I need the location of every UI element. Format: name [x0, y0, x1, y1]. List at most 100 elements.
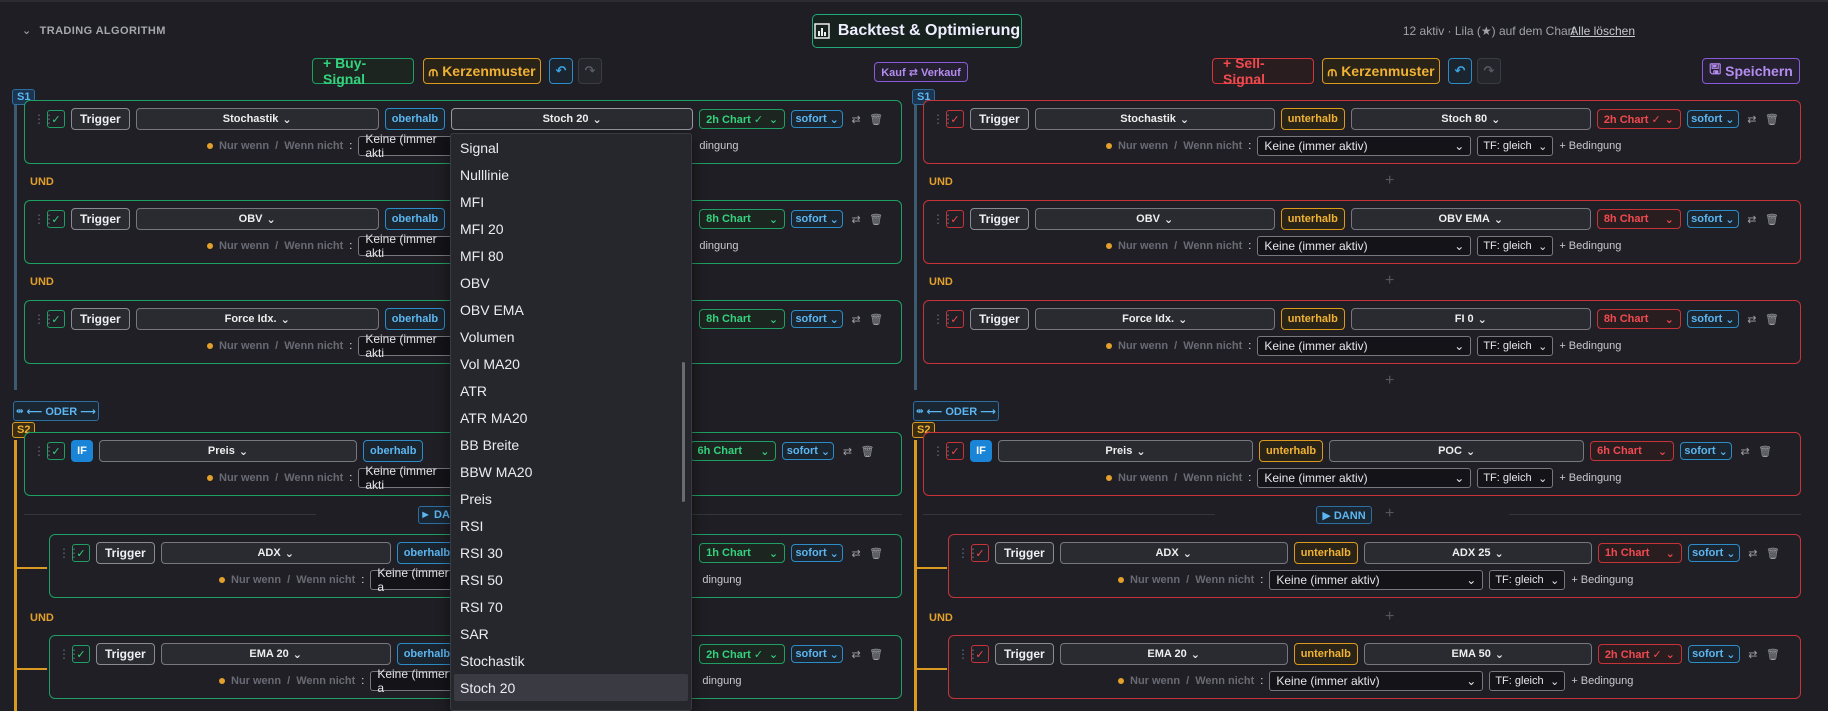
- compare-select[interactable]: unterhalb: [1280, 208, 1345, 230]
- compare-select[interactable]: unterhalb: [1293, 643, 1358, 665]
- unless-option[interactable]: Wenn nicht: [1183, 140, 1243, 152]
- target-select[interactable]: OBV EMA⌄: [1350, 208, 1591, 230]
- timeframe-select[interactable]: 1h Chart⌄: [699, 543, 786, 563]
- add-condition-button[interactable]: + Bedingung: [1559, 140, 1622, 152]
- drag-handle-icon[interactable]: ⋮⋮: [957, 546, 979, 560]
- type-trigger-button[interactable]: Trigger: [96, 643, 155, 665]
- drag-handle-icon[interactable]: ⋮⋮: [58, 647, 80, 661]
- unless-option[interactable]: Wenn nicht: [296, 574, 356, 586]
- dropdown-option[interactable]: Preis: [460, 490, 492, 507]
- add-condition-button[interactable]: dingung: [702, 574, 742, 586]
- target-select[interactable]: POC⌄: [1329, 440, 1585, 462]
- type-trigger-button[interactable]: Trigger: [970, 108, 1029, 130]
- trash-icon[interactable]: 🗑: [1764, 213, 1779, 226]
- dropdown-option[interactable]: OBV EMA: [460, 301, 524, 318]
- add-condition-button[interactable]: dingung: [699, 140, 739, 152]
- compare-select[interactable]: unterhalb: [1280, 308, 1345, 330]
- add-row-icon[interactable]: +: [1385, 505, 1395, 522]
- type-trigger-button[interactable]: Trigger: [995, 643, 1054, 665]
- swap-icon[interactable]: ⇄: [851, 648, 861, 661]
- swap-icon[interactable]: ⇄: [1747, 113, 1757, 126]
- timeframe-select[interactable]: 1h Chart⌄: [1597, 543, 1682, 563]
- timeframe-select[interactable]: 8h Chart⌄: [1596, 209, 1681, 229]
- timing-select[interactable]: sofort⌄: [1680, 442, 1733, 460]
- compare-select[interactable]: unterhalb: [1259, 440, 1324, 462]
- dropdown-option[interactable]: Volumen: [460, 328, 515, 345]
- compare-select[interactable]: unterhalb: [1280, 108, 1345, 130]
- dropdown-option[interactable]: ATR: [460, 382, 487, 399]
- backtest-button[interactable]: Backtest & Optimierung: [812, 14, 1022, 48]
- swap-buy-sell-button[interactable]: Kauf ⇄ Verkauf: [874, 62, 968, 82]
- target-select[interactable]: Stoch 20⌄: [451, 108, 694, 130]
- indicator-select[interactable]: ADX⌄: [1059, 542, 1288, 564]
- or-connector-right[interactable]: ⇹⟵ ODER ⟶: [913, 401, 999, 421]
- type-trigger-button[interactable]: Trigger: [71, 108, 130, 130]
- tf-select[interactable]: TF: gleich⌄: [1477, 136, 1554, 156]
- drag-handle-icon[interactable]: ⋮⋮: [58, 546, 80, 560]
- timing-select[interactable]: sofort⌄: [791, 310, 844, 328]
- swap-icon[interactable]: ⇄: [1748, 648, 1758, 661]
- swap-icon[interactable]: ⇄: [1747, 313, 1757, 326]
- enabled-checkbox[interactable]: ✓: [72, 645, 90, 663]
- only-if-option[interactable]: Nur wenn: [1130, 675, 1181, 687]
- dropdown-option[interactable]: RSI 50: [460, 571, 503, 588]
- only-if-option[interactable]: Nur wenn: [1118, 140, 1169, 152]
- trash-icon[interactable]: 🗑: [869, 213, 884, 226]
- buy-candles-button[interactable]: ⫙Kerzenmuster: [423, 58, 541, 84]
- dropdown-option[interactable]: RSI 70: [460, 598, 503, 615]
- swap-icon[interactable]: ⇄: [851, 113, 861, 126]
- swap-icon[interactable]: ⇄: [1740, 445, 1750, 458]
- only-if-option[interactable]: Nur wenn: [219, 472, 270, 484]
- dropdown-option[interactable]: SAR: [460, 625, 489, 642]
- timing-select[interactable]: sofort⌄: [1686, 110, 1739, 128]
- swap-icon[interactable]: ⇄: [851, 547, 861, 560]
- add-buy-signal-button[interactable]: + Buy-Signal: [312, 55, 414, 87]
- condition-select[interactable]: Keine (immer aktiv)⌄: [1257, 136, 1472, 156]
- only-if-option[interactable]: Nur wenn: [1118, 472, 1169, 484]
- unless-option[interactable]: Wenn nicht: [1195, 675, 1255, 687]
- indicator-select[interactable]: Force Idx.⌄: [1034, 308, 1275, 330]
- timing-select[interactable]: sofort⌄: [1687, 645, 1740, 663]
- condition-select[interactable]: Keine (immer akti: [358, 332, 459, 360]
- unless-option[interactable]: Wenn nicht: [1195, 574, 1255, 586]
- undo-button[interactable]: ↶: [549, 58, 573, 84]
- condition-select[interactable]: Keine (immer aktiv)⌄: [1257, 236, 1472, 256]
- timing-select[interactable]: sofort⌄: [791, 110, 844, 128]
- timeframe-select[interactable]: 8h Chart⌄: [699, 209, 786, 229]
- timing-select[interactable]: sofort⌄: [1686, 310, 1739, 328]
- timeframe-select[interactable]: 6h Chart⌄: [690, 441, 777, 461]
- enabled-checkbox[interactable]: ✓: [47, 442, 65, 460]
- indicator-select[interactable]: Stochastik⌄: [1034, 108, 1275, 130]
- compare-select[interactable]: oberhalb: [363, 440, 424, 462]
- trash-icon[interactable]: 🗑: [869, 113, 884, 126]
- indicator-select[interactable]: Preis⌄: [998, 440, 1253, 462]
- trash-icon[interactable]: 🗑: [1764, 313, 1779, 326]
- target-select[interactable]: FI 0⌄: [1350, 308, 1591, 330]
- indicator-select[interactable]: EMA 20⌄: [160, 643, 391, 665]
- clear-all-link[interactable]: Alle löschen: [1570, 24, 1635, 38]
- swap-icon[interactable]: ⇄: [851, 313, 861, 326]
- tf-select[interactable]: TF: gleich⌄: [1489, 671, 1566, 691]
- redo-button[interactable]: ↷: [578, 58, 602, 84]
- enabled-checkbox[interactable]: ✓: [72, 544, 90, 562]
- dropdown-option[interactable]: ATR MA20: [460, 409, 528, 426]
- enabled-checkbox[interactable]: ✓: [946, 310, 964, 328]
- only-if-option[interactable]: Nur wenn: [219, 340, 270, 352]
- add-condition-button[interactable]: + Bedingung: [1571, 675, 1634, 687]
- unless-option[interactable]: Wenn nicht: [1183, 240, 1243, 252]
- dropdown-option[interactable]: MFI 20: [460, 220, 504, 237]
- then-connector[interactable]: ► DA: [418, 506, 452, 524]
- add-condition-button[interactable]: + Bedingung: [1559, 472, 1622, 484]
- timing-select[interactable]: sofort⌄: [782, 442, 835, 460]
- add-condition-button[interactable]: + Bedingung: [1559, 240, 1622, 252]
- or-connector-left[interactable]: ⇹⟵ ODER ⟶: [13, 401, 99, 421]
- drag-handle-icon[interactable]: ⋮⋮: [932, 212, 954, 226]
- unless-option[interactable]: Wenn nicht: [1183, 340, 1243, 352]
- drag-handle-icon[interactable]: ⋮⋮: [33, 444, 55, 458]
- type-if-button[interactable]: IF: [970, 440, 992, 462]
- unless-option[interactable]: Wenn nicht: [296, 675, 356, 687]
- timing-select[interactable]: sofort⌄: [791, 544, 844, 562]
- condition-select[interactable]: Keine (immer aktiv)⌄: [1257, 468, 1472, 488]
- tf-select[interactable]: TF: gleich⌄: [1477, 468, 1554, 488]
- swap-icon[interactable]: ⇄: [851, 213, 861, 226]
